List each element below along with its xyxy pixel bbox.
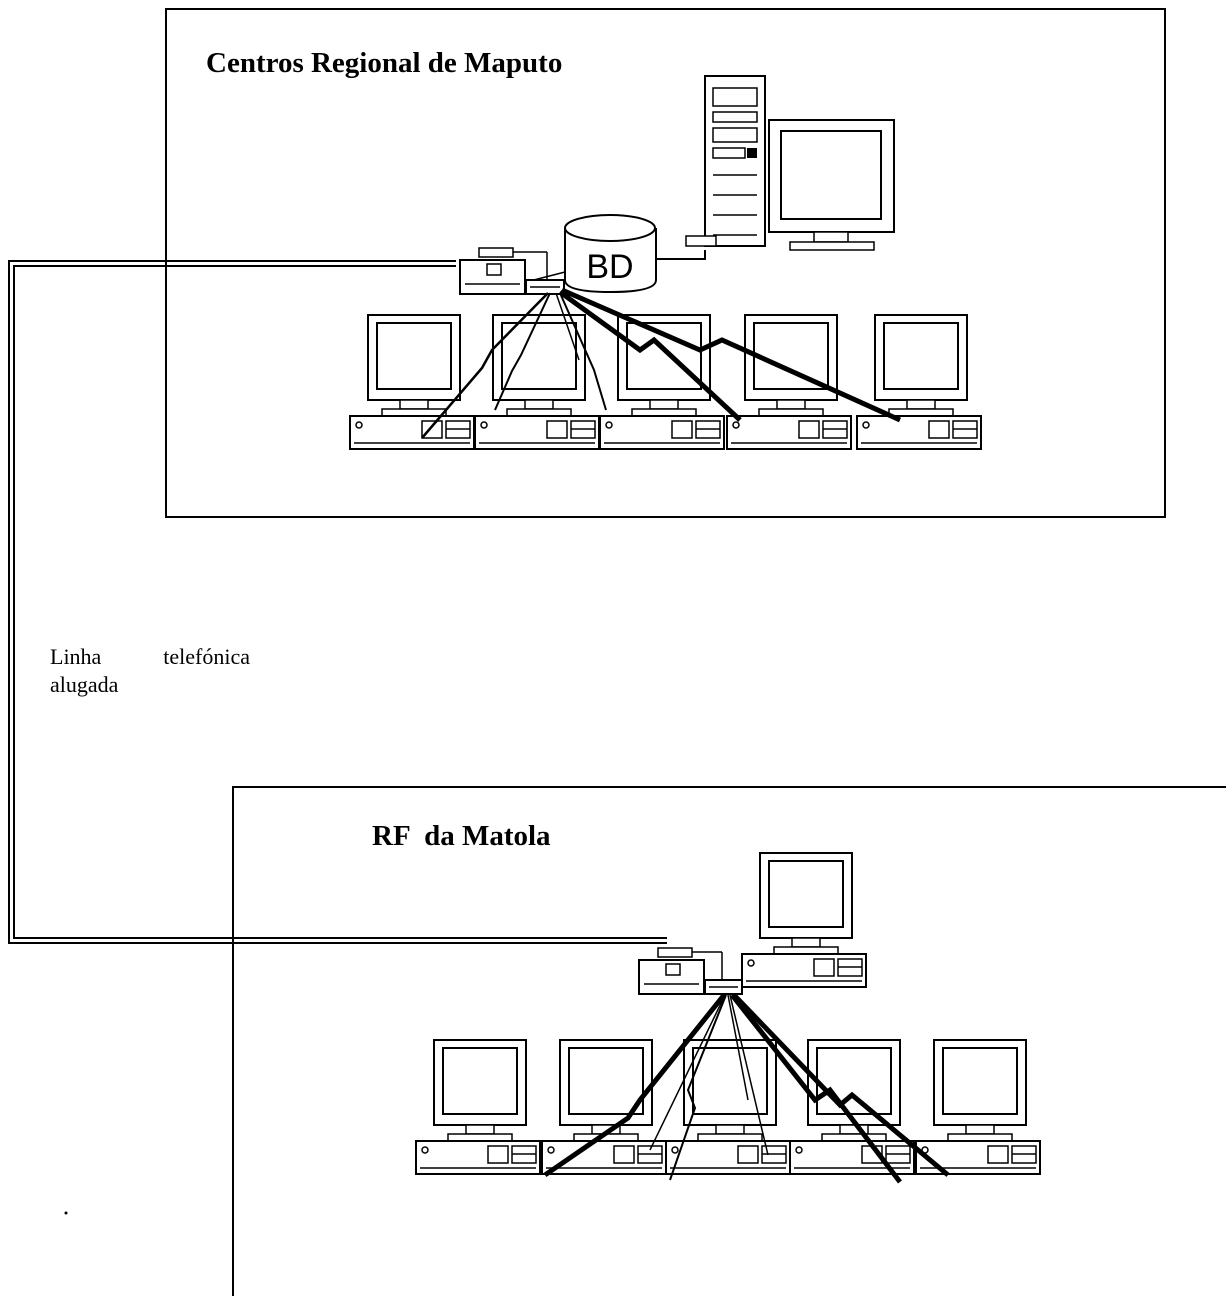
maputo-network-links — [421, 287, 902, 439]
database-label: BD — [586, 248, 633, 286]
maputo-workstations — [349, 314, 982, 450]
leased-line — [8, 260, 667, 944]
computer-icon — [665, 1039, 791, 1175]
computer-icon — [741, 852, 867, 988]
matola-network-links — [543, 993, 950, 1184]
computer-icon — [599, 314, 725, 450]
hub-icon — [525, 279, 565, 295]
computer-icon — [474, 314, 600, 450]
region-title-matola: RF da Matola — [372, 820, 551, 852]
database-icon: BD — [564, 214, 657, 294]
region-title-maputo: Centros Regional de Maputo — [206, 47, 562, 79]
computer-icon — [541, 1039, 667, 1175]
server-monitor-icon — [768, 119, 895, 251]
computer-icon — [915, 1039, 1041, 1175]
hub-icon — [704, 979, 743, 995]
computer-icon — [349, 314, 475, 450]
modem-icon — [459, 247, 548, 295]
modem-icon — [638, 947, 723, 995]
leased-line-label: Linha telefónica alugada — [50, 643, 250, 699]
region-box-matola — [232, 786, 1226, 1296]
leased-line-label-line2: alugada — [50, 672, 119, 697]
stray-dot — [64, 1211, 68, 1215]
server-tower-icon — [685, 75, 766, 247]
matola-workstations — [415, 1039, 1041, 1175]
computer-icon — [789, 1039, 915, 1175]
matola-admin-workstation — [741, 852, 867, 988]
region-box-maputo — [165, 8, 1166, 518]
leased-line-label-line1: Linha telefónica — [50, 644, 250, 669]
computer-icon — [415, 1039, 541, 1175]
computer-icon — [856, 314, 982, 450]
computer-icon — [726, 314, 852, 450]
